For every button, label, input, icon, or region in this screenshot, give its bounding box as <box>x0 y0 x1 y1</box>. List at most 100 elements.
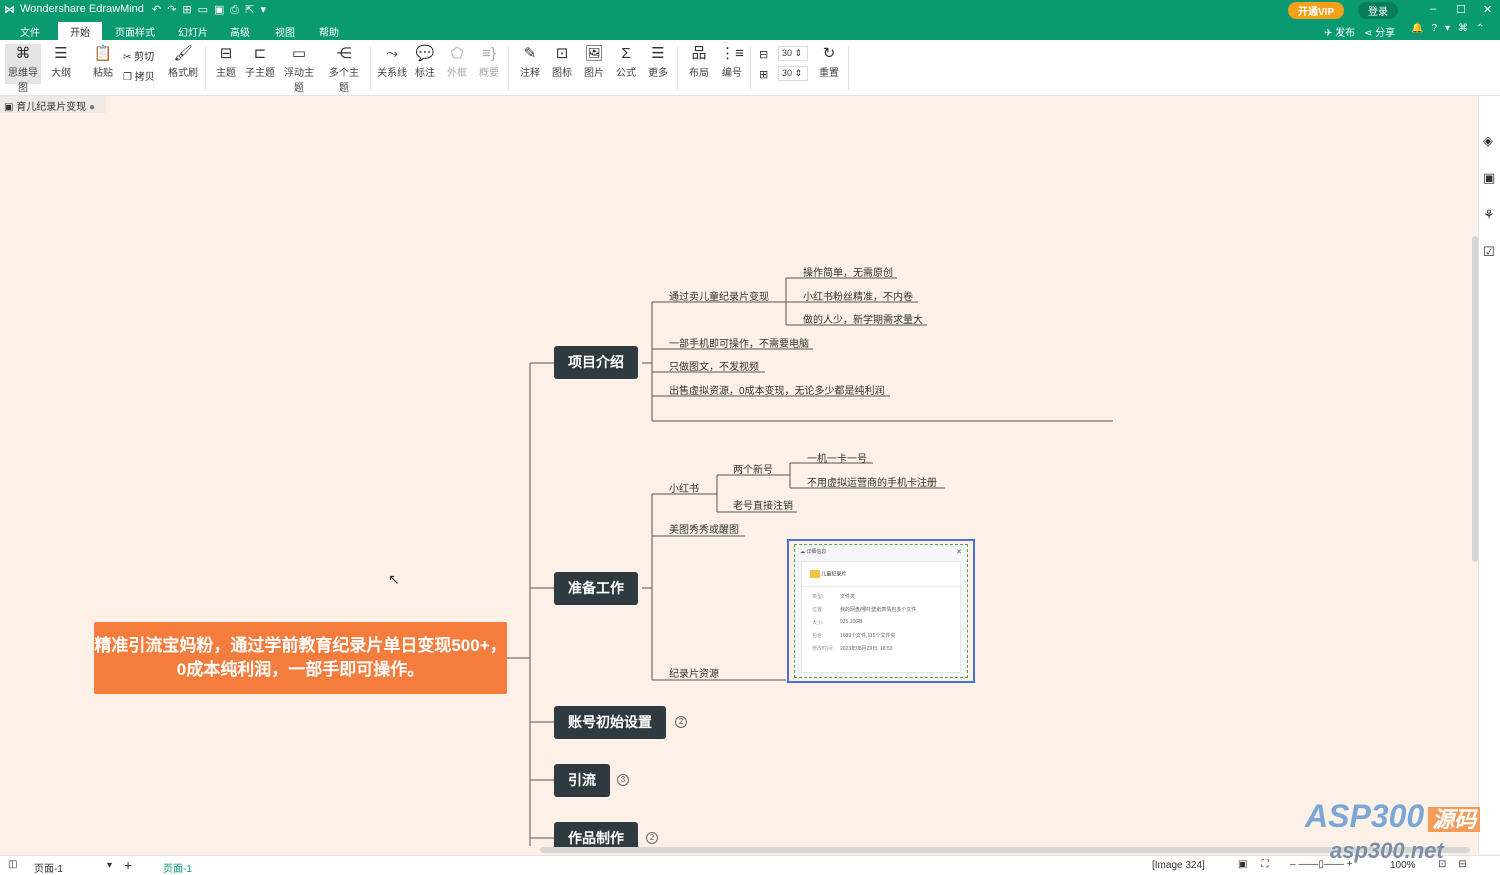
subtopic[interactable]: 一机一卡一号 <box>807 454 867 465</box>
toolbar-summary-button[interactable]: ≡}概要 <box>471 44 507 79</box>
subtopic[interactable]: 出售虚拟资源，0成本变现，无论多少都是纯利润 <box>669 386 885 397</box>
subtopic[interactable]: 不用虚拟运营商的手机卡注册 <box>807 478 937 489</box>
toolbar-subtopic-button[interactable]: ⊏子主题 <box>242 44 278 79</box>
topic-content-creation[interactable]: 作品制作 <box>554 822 638 847</box>
card-row: 位置:我的网盘/哪吒壁纸表情包多个文件 <box>812 606 960 613</box>
toolbar-callout-button[interactable]: 💬标注 <box>407 44 443 79</box>
subtopic[interactable]: 两个新号 <box>733 465 773 476</box>
collapse-badge[interactable]: 2 <box>675 716 687 728</box>
document-tab-label: 育儿纪录片变现 <box>16 102 87 113</box>
toolbar-label: 公式 <box>616 68 636 79</box>
page-tab[interactable]: 页面-1 <box>163 864 192 875</box>
h-spacing-input[interactable]: 30 ⇕ <box>778 46 808 61</box>
toolbar-image-button[interactable]: 🖼图片 <box>576 44 612 79</box>
topic-preparation[interactable]: 准备工作 <box>554 572 638 605</box>
toolbar-floating-button[interactable]: ▭浮动主题 <box>281 44 317 94</box>
card-key: 修改时间: <box>812 646 834 652</box>
cut-button[interactable]: ✂ 剪切 <box>123 52 155 63</box>
toolbar-paste-button[interactable]: 📋粘贴 <box>85 44 121 79</box>
menu-tab[interactable]: 页面样式 <box>115 28 155 39</box>
toolbar-numbering-button[interactable]: ⋮≡编号 <box>714 44 750 79</box>
share-button[interactable]: ⋖ 分享 <box>1364 28 1396 39</box>
header-icons[interactable]: 🔔?▾⌘⌃ <box>1411 23 1493 34</box>
menu-tab[interactable]: 视图 <box>275 28 295 39</box>
fit-icons[interactable]: ⊡⊟ <box>1438 859 1479 870</box>
v-spacing-input[interactable]: 30 ⇕ <box>778 66 808 81</box>
copy-button[interactable]: ❐ 拷贝 <box>123 72 155 83</box>
layout-icon: 品 <box>691 45 707 62</box>
toolbar-reset-button[interactable]: ↻重置 <box>811 44 847 79</box>
toolbar-boundary-button[interactable]: ⬠外框 <box>439 44 475 79</box>
toolbar-icon-button[interactable]: ⊡图标 <box>544 44 580 79</box>
quick-access-icons[interactable]: ↶↷⊞▭▣⎙⇱▾ <box>152 4 272 16</box>
close-button[interactable]: ✕ <box>1483 4 1493 16</box>
toolbar-separator <box>677 46 678 90</box>
numbering-icon: ⋮≡ <box>720 45 744 62</box>
horizontal-scrollbar[interactable] <box>540 847 1470 853</box>
toolbar-note-button[interactable]: ✎注释 <box>512 44 548 79</box>
card-title: ☁ 详细信息✕ <box>800 549 962 556</box>
zoom-slider[interactable]: – ——▯—— + <box>1290 859 1353 870</box>
watermark-url: asp300.net <box>1330 838 1444 863</box>
subtopic[interactable]: 小红书粉丝精准，不内卷 <box>803 292 913 303</box>
menu-tab[interactable]: 开始 <box>58 22 102 40</box>
toolbar-more-button[interactable]: ☰更多 <box>640 44 676 79</box>
toolbar-multi-button[interactable]: ⋲多个主题 <box>326 44 362 94</box>
publish-button[interactable]: ✈ 发布 <box>1324 28 1356 39</box>
panel-toggle-icon[interactable]: ◫ <box>8 859 18 870</box>
menu-tab[interactable]: 幻灯片 <box>178 28 208 39</box>
toolbar-mindmap-button[interactable]: ⌘思维导图 <box>5 44 41 94</box>
vertical-scrollbar[interactable] <box>1472 236 1478 562</box>
topic-traffic[interactable]: 引流 <box>554 764 610 797</box>
toolbar-label: 标注 <box>415 68 435 79</box>
view-icons[interactable]: ▣⛶ <box>1238 859 1283 870</box>
card-value: 1689个文件,115个文件夹 <box>840 633 896 639</box>
toolbar-topic-button[interactable]: ⊟主题 <box>208 44 244 79</box>
toolbar-format_painter-button[interactable]: 🖌格式刷 <box>165 44 201 79</box>
maximize-button[interactable]: ☐ <box>1456 4 1466 16</box>
menu-tab[interactable]: 高级 <box>230 28 250 39</box>
document-tab[interactable]: ▣ 育儿纪录片变现 ● <box>0 96 106 113</box>
subtopic-icon: ⊏ <box>253 45 267 62</box>
toolbar-layout-button[interactable]: 品布局 <box>681 44 717 79</box>
page-select[interactable]: 页面-1▾ <box>34 860 112 875</box>
menu-tab[interactable]: 文件 <box>20 28 40 39</box>
subtopic[interactable]: 美图秀秀或醒图 <box>669 525 739 536</box>
subtopic[interactable]: 老号直接注销 <box>733 501 793 512</box>
image-info: [Image 324] <box>1152 860 1205 871</box>
topic-project-intro[interactable]: 项目介绍 <box>554 346 638 379</box>
toolbar-label: 多个主题 <box>329 68 359 94</box>
toolbar-outline-button[interactable]: ☰大纲 <box>43 44 79 79</box>
note-icon: ✎ <box>523 45 537 62</box>
right-panel-icons[interactable]: ◈▣⚘☑ <box>1483 133 1496 259</box>
boundary-icon: ⬠ <box>450 45 464 62</box>
card-key: 位置: <box>812 607 824 613</box>
add-page-button[interactable]: + <box>124 857 133 873</box>
subtopic[interactable]: 操作简单，无需原创 <box>803 268 893 279</box>
root-topic[interactable]: 精准引流宝妈粉，通过学前教育纪录片单日变现500+，0成本纯利润，一部手即可操作… <box>94 622 507 694</box>
topic-account-setup[interactable]: 账号初始设置 <box>554 706 666 739</box>
subtopic[interactable]: 一部手机即可操作，不需要电脑 <box>669 339 809 350</box>
mindmap-icon: ⌘ <box>15 45 31 62</box>
subtopic[interactable]: 只做图文，不发视频 <box>669 362 759 373</box>
image-attachment[interactable]: ☁ 详细信息✕ 儿童纪录片 类型:文件夹位置:我的网盘/哪吒壁纸表情包多个文件大… <box>787 539 975 683</box>
file-info-card: 儿童纪录片 类型:文件夹位置:我的网盘/哪吒壁纸表情包多个文件大小:925.10… <box>801 561 961 673</box>
vip-button[interactable]: 开通VIP <box>1288 2 1345 19</box>
subtopic[interactable]: 纪录片资源 <box>669 669 719 680</box>
login-button[interactable]: 登录 <box>1358 2 1398 19</box>
toolbar-label: 重置 <box>819 68 839 79</box>
collapse-badge[interactable]: 2 <box>646 832 658 844</box>
subtopic[interactable]: 通过卖儿童纪录片变现 <box>669 292 769 303</box>
subtopic[interactable]: 做的人少，新学期需求量大 <box>803 315 923 326</box>
toolbar-separator <box>508 46 509 90</box>
toolbar-label: 主题 <box>216 68 236 79</box>
menu-tab[interactable]: 帮助 <box>319 28 339 39</box>
ribbon-toolbar: ⌘思维导图☰大纲📋粘贴🖌格式刷⊟主题⊏子主题▭浮动主题⋲多个主题⤳关系线💬标注⬠… <box>0 40 1500 96</box>
zoom-level[interactable]: 100% <box>1390 860 1416 871</box>
toolbar-relation-button[interactable]: ⤳关系线 <box>374 44 410 79</box>
minimize-button[interactable]: – <box>1430 3 1437 15</box>
subtopic[interactable]: 小红书 <box>669 484 699 495</box>
share-label: 分享 <box>1375 28 1396 39</box>
collapse-badge[interactable]: 3 <box>617 774 629 786</box>
